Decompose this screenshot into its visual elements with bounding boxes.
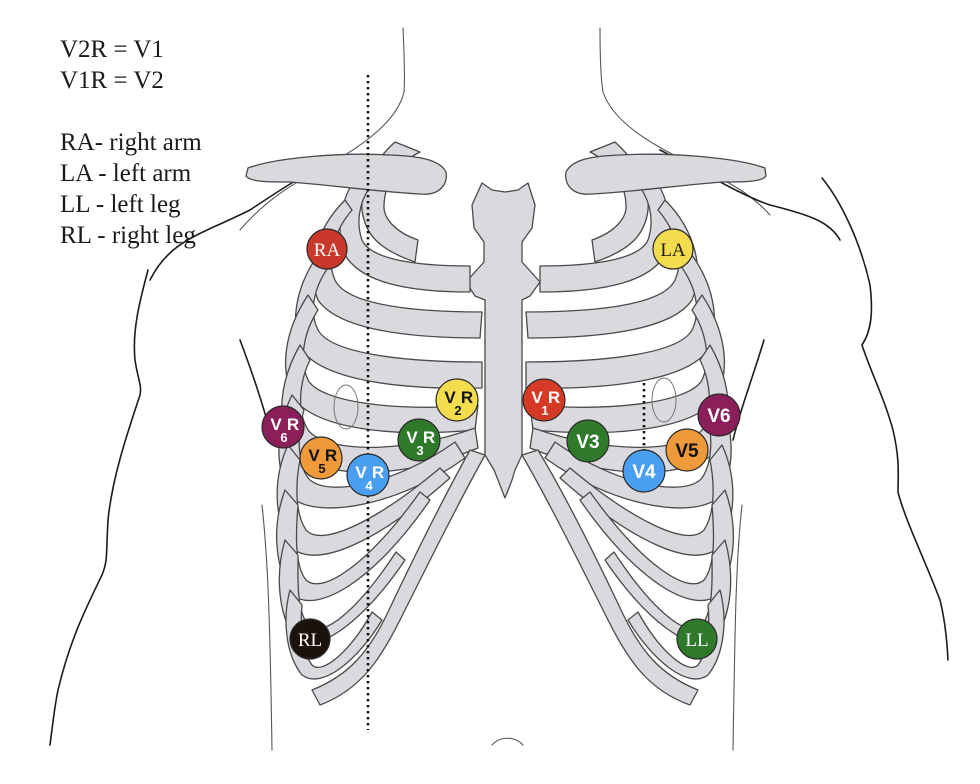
electrode-v3-disc (566, 419, 610, 463)
legend-rl: RL - right leg (60, 222, 196, 249)
electrode-v2r-sub: 2 (454, 403, 461, 418)
electrode-v5-disc (665, 428, 709, 472)
electrode-v6r-suffix: R (287, 415, 299, 434)
electrode-v4-label: V4 (632, 462, 656, 483)
electrode-v5-label: V5 (675, 441, 699, 462)
electrode-ll-disc (676, 618, 718, 660)
electrode-v2r-main: V (444, 388, 456, 407)
arm-crease-right (732, 339, 765, 441)
electrode-v4r[interactable]: V 4 R (346, 453, 390, 497)
costal-margin-left (311, 449, 486, 706)
electrode-v6[interactable]: V6 (697, 393, 741, 437)
breast-outline-right (651, 377, 677, 423)
clavicle-right (565, 153, 767, 195)
sternum (465, 182, 541, 499)
neck-right-outline (599, 27, 771, 216)
electrode-v3r-suffix: R (423, 428, 435, 447)
electrode-rl[interactable]: RL (289, 618, 331, 660)
electrode-v3-label: V3 (576, 432, 599, 453)
torso-left-outline (49, 269, 149, 746)
electrode-ra-disc (306, 228, 348, 270)
electrode-v4r-sub: 4 (365, 478, 373, 493)
clavicle-left (245, 153, 447, 195)
electrode-v6r-disc (261, 405, 305, 449)
electrode-v6r-sub: 6 (280, 430, 287, 445)
lead-legend: V2R = V1 V1R = V2 RA- right arm LA - lef… (60, 34, 202, 251)
electrode-v2r-suffix: R (461, 388, 473, 407)
waist-left-outline (261, 504, 273, 751)
electrode-v3r-sub: 3 (416, 443, 423, 458)
legend-equivalence-v2r: V2R = V1 (60, 36, 164, 63)
electrode-v5[interactable]: V5 (665, 428, 709, 472)
electrode-v6-disc (697, 393, 741, 437)
electrode-v1r-disc (522, 378, 566, 422)
electrode-v5r-suffix: R (325, 446, 337, 465)
electrode-v3[interactable]: V3 (566, 419, 610, 463)
electrode-rl-disc (289, 618, 331, 660)
electrode-la-disc (652, 228, 694, 270)
electrode-la[interactable]: LA (652, 228, 694, 270)
electrode-v1r-suffix: R (548, 388, 560, 407)
electrode-v5r[interactable]: V 5 R (299, 436, 343, 480)
electrode-v2r[interactable]: V 2 R (435, 378, 479, 422)
electrode-v4[interactable]: V4 (622, 449, 666, 493)
legend-spacer (60, 96, 202, 127)
legend-ll: LL - left leg (60, 191, 181, 218)
waist-right-outline (732, 504, 743, 751)
electrode-v5r-sub: 5 (318, 461, 325, 476)
torso-right-outline (821, 177, 949, 661)
electrode-v1r-main: V (531, 388, 543, 407)
legend-la: LA - left arm (60, 160, 192, 187)
legend-equivalence-v1r: V1R = V2 (60, 67, 164, 94)
electrode-v2r-disc (435, 378, 479, 422)
electrode-v4r-suffix: R (372, 463, 384, 482)
electrode-v3r-disc (397, 418, 441, 462)
electrode-v4r-main: V (355, 463, 367, 482)
electrode-rl-label: RL (298, 630, 322, 651)
electrode-v5r-main: V (308, 446, 320, 465)
costal-margin-right (521, 449, 699, 706)
electrode-v3r-main: V (406, 428, 418, 447)
electrode-v5r-disc (299, 436, 343, 480)
electrode-ra[interactable]: RA (306, 228, 348, 270)
electrode-v6-label: V6 (707, 406, 730, 427)
electrode-v4-disc (622, 449, 666, 493)
electrode-ll-label: LL (685, 630, 708, 651)
electrode-v3r[interactable]: V 3 R (397, 418, 441, 462)
navel (491, 737, 524, 746)
neck-left-outline (239, 27, 405, 231)
legend-ra: RA- right arm (60, 129, 202, 156)
electrode-v6r[interactable]: V 6 R (261, 405, 305, 449)
electrode-ra-label: RA (314, 240, 341, 261)
electrode-v1r[interactable]: V 1 R (522, 378, 566, 422)
electrode-ll[interactable]: LL (676, 618, 718, 660)
electrode-v1r-sub: 1 (541, 403, 548, 418)
electrode-la-label: LA (660, 240, 686, 261)
electrode-v4r-disc (346, 453, 390, 497)
breast-outline-left (333, 384, 359, 430)
electrode-v6r-main: V (270, 415, 282, 434)
